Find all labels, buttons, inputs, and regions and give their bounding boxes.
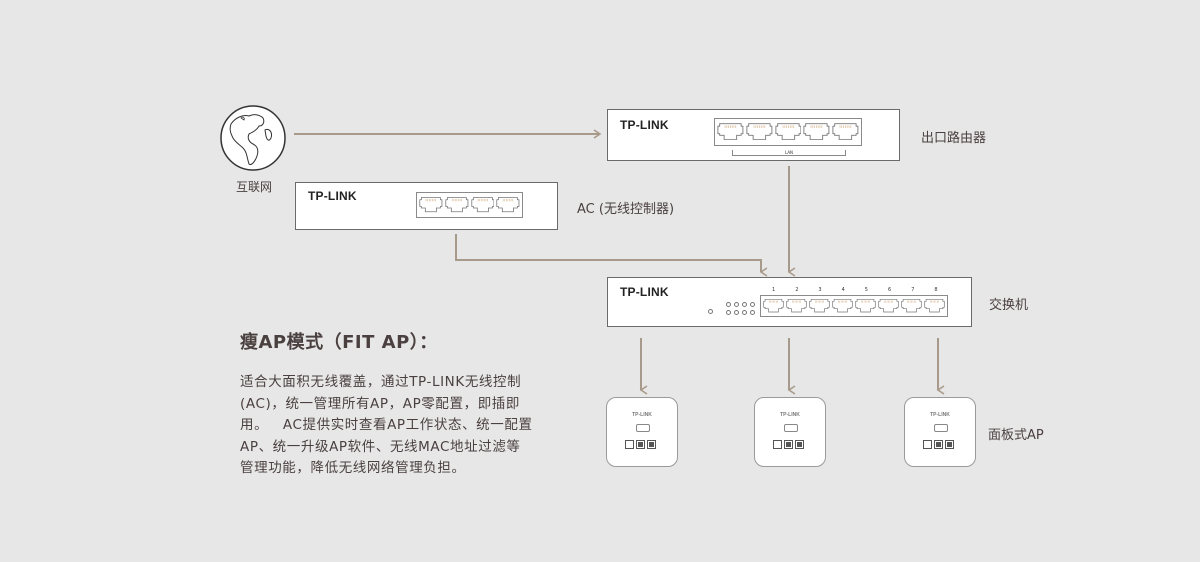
- ethernet-port-icon: [924, 298, 945, 314]
- description-line: (AC)，统一管理所有AP，AP零配置，即插即: [240, 395, 521, 412]
- panel-ap-port-icon: [773, 440, 782, 449]
- port-number: 1: [772, 287, 776, 293]
- router-brand: TP-LINK: [620, 118, 669, 132]
- router-ports: [714, 118, 862, 146]
- power-led: [708, 309, 713, 314]
- lan-label: LAN: [783, 150, 796, 155]
- panel-ap-port-icon: [625, 440, 634, 449]
- description-line: 适合大面积无线覆盖，通过TP-LINK无线控制: [240, 374, 522, 390]
- switch-device: TP-LINK 1 2 3 4 5 6 7 8: [607, 277, 972, 327]
- status-led: [734, 310, 739, 315]
- lan-bracket: [732, 150, 846, 156]
- panel-ap-led: [784, 424, 798, 432]
- panel-ap-port-icon: [647, 440, 656, 449]
- ethernet-port-icon: [855, 298, 876, 314]
- ethernet-port-icon: [419, 196, 443, 214]
- port-number: 3: [818, 287, 822, 293]
- globe-icon: [219, 104, 287, 172]
- ac-device: TP-LINK: [295, 182, 558, 230]
- port-number: 4: [841, 287, 845, 293]
- panel-ap-port-icon: [934, 440, 943, 449]
- router-label: 出口路由器: [921, 131, 987, 146]
- status-led: [750, 302, 755, 307]
- panel-ap-port-icon: [795, 440, 804, 449]
- ethernet-port-icon: [832, 298, 853, 314]
- switch-ports: [760, 295, 948, 317]
- description-line: 用。 AC提供实时查看AP工作状态、统一配置: [240, 417, 533, 433]
- mode-description: 适合大面积无线覆盖，通过TP-LINK无线控制 (AC)，统一管理所有AP，AP…: [240, 372, 550, 480]
- ethernet-port-icon: [717, 122, 744, 142]
- panel-ap-led: [934, 424, 948, 432]
- ethernet-port-icon: [746, 122, 773, 142]
- ethernet-port-icon: [470, 196, 495, 214]
- port-number: 8: [934, 287, 938, 293]
- ethernet-port-icon: [786, 298, 807, 314]
- port-number: 5: [864, 287, 868, 293]
- ac-label: AC (无线控制器): [577, 202, 675, 217]
- switch-label: 交换机: [989, 298, 1029, 313]
- status-led: [742, 302, 747, 307]
- ethernet-port-icon: [832, 122, 859, 142]
- internet-label: 互联网: [236, 180, 273, 194]
- ethernet-port-icon: [901, 298, 922, 314]
- ac-brand: TP-LINK: [308, 189, 357, 203]
- panel-ap-device: TP-LINK: [606, 397, 678, 467]
- mode-title: 瘦AP模式（FIT AP）：: [240, 332, 438, 353]
- ac-ports: [416, 192, 523, 218]
- port-number: 7: [911, 287, 915, 293]
- status-led: [726, 310, 731, 315]
- status-led: [734, 302, 739, 307]
- status-led: [726, 302, 731, 307]
- ethernet-port-icon: [809, 298, 830, 314]
- panel-ap-device: TP-LINK: [754, 397, 826, 467]
- description-line: AP、统一升级AP软件、无线MAC地址过滤等: [240, 438, 521, 455]
- ethernet-port-icon: [803, 122, 830, 142]
- panel-ap-port-icon: [636, 440, 645, 449]
- panel-ap-brand: TP-LINK: [632, 412, 652, 418]
- status-led: [750, 310, 755, 315]
- panel-ap-device: TP-LINK: [904, 397, 976, 467]
- ac-to-switch-arrow: [455, 234, 768, 277]
- panel-ap-port-icon: [945, 440, 954, 449]
- panel-ap-port-icon: [923, 440, 932, 449]
- status-led: [742, 310, 747, 315]
- panel-ap-label: 面板式AP: [988, 428, 1044, 443]
- panel-ap-port-icon: [784, 440, 793, 449]
- panel-ap-brand: TP-LINK: [780, 412, 800, 418]
- switch-brand: TP-LINK: [620, 285, 669, 299]
- ethernet-port-icon: [445, 196, 469, 214]
- port-number: 6: [888, 287, 892, 293]
- router-device: TP-LINK LAN: [607, 109, 900, 161]
- ethernet-port-icon: [775, 122, 802, 142]
- panel-ap-brand: TP-LINK: [930, 412, 950, 418]
- ethernet-port-icon: [496, 196, 520, 214]
- ethernet-port-icon: [763, 298, 784, 314]
- ethernet-port-icon: [878, 298, 899, 314]
- description-line: 管理功能，降低无线网络管理负担。: [240, 460, 466, 476]
- panel-ap-led: [636, 424, 650, 432]
- port-number: 2: [795, 287, 799, 293]
